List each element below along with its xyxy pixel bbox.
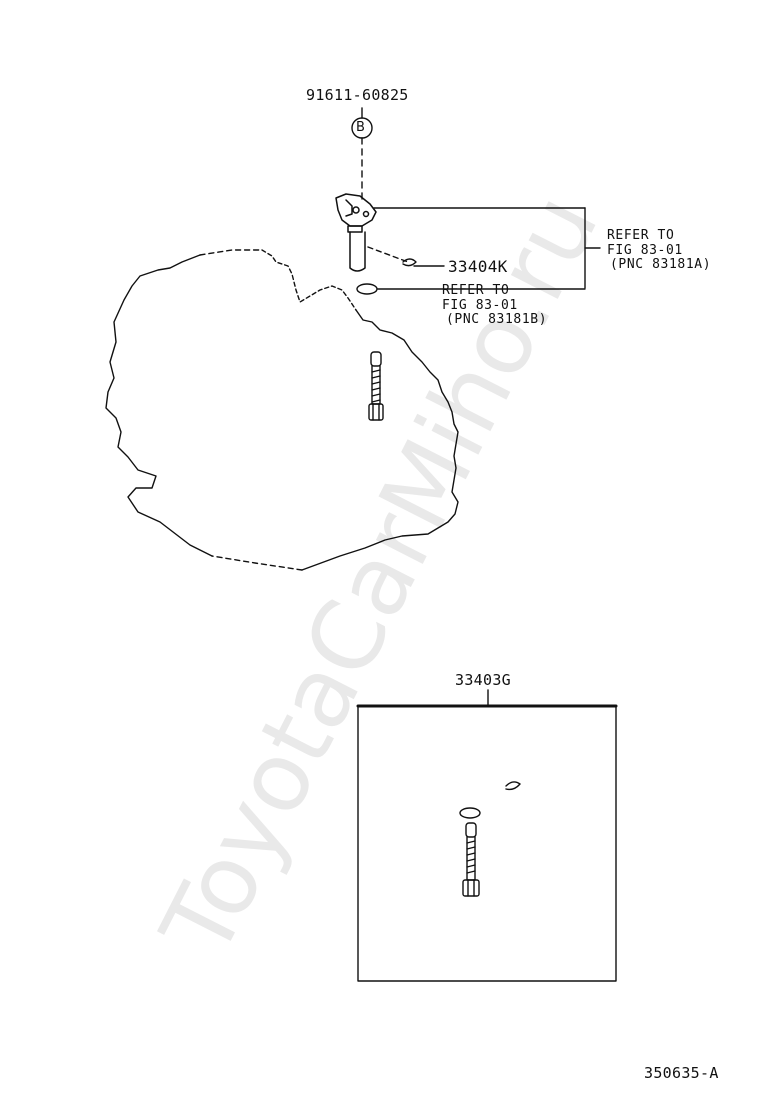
transmission-housing-outline [105,249,459,571]
bolt-part-number[interactable]: 91611-60825 [306,86,409,104]
kit-box [357,705,617,982]
clip-part [402,258,417,267]
oring-part [356,283,378,295]
refer-b-line3[interactable]: (PNC 83181B) [446,312,548,327]
refer-a-line3[interactable]: (PNC 83181A) [610,257,712,272]
speed-sensor [335,193,377,272]
kit-bolt [462,822,480,897]
refer-b-line1: REFER TO [442,283,510,298]
diagram-code: 350635-A [644,1064,719,1082]
refer-b-line2: FIG 83-01 [442,298,518,313]
bolt-ref-badge-circle [351,117,373,139]
sensor-part-number[interactable]: 33404K [448,257,508,276]
kit-clip [505,781,521,791]
refer-a-line2: FIG 83-01 [607,243,683,258]
sensor-part-leader [367,246,409,263]
housing-bolt [368,351,384,421]
kit-part-number[interactable]: 33403G [455,671,511,689]
refer-a-line1: REFER TO [607,228,675,243]
kit-oring [459,807,481,819]
bolt-ref-badge: B [356,120,365,135]
